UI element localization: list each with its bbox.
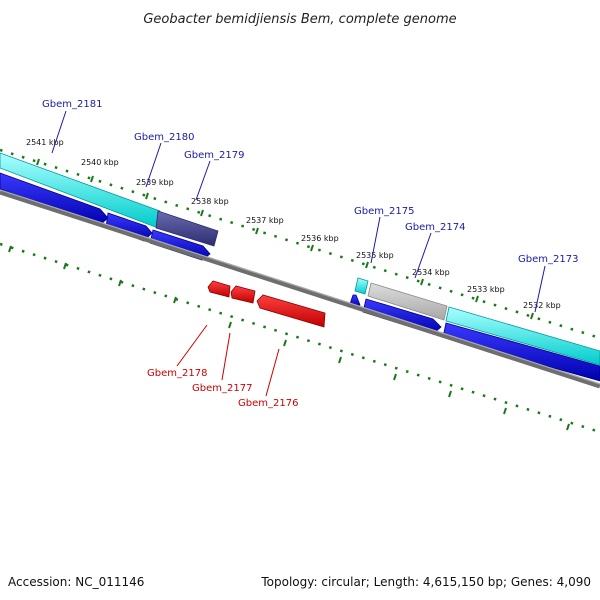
scale-tick bbox=[90, 175, 94, 183]
scale-label: 2541 kbp bbox=[26, 138, 64, 147]
scale-tick bbox=[475, 295, 479, 303]
scale-tick bbox=[200, 209, 204, 217]
gene-label-gbem-2174[interactable]: Gbem_2174 bbox=[405, 222, 465, 233]
scale-labels: 2541 kbp 2540 kbp 2539 kbp 2538 kbp 2537… bbox=[26, 138, 561, 310]
scale-tick bbox=[338, 356, 342, 364]
scale-label: 2536 kbp bbox=[301, 234, 339, 243]
gene-arrow-gbem-2176[interactable] bbox=[256, 294, 326, 328]
forward-gene-arrows bbox=[0, 172, 600, 382]
gene-label-gbem-2173[interactable]: Gbem_2173 bbox=[518, 254, 578, 265]
scale-tick bbox=[145, 192, 149, 200]
scale-tick bbox=[365, 261, 369, 269]
scale-tick bbox=[530, 312, 534, 320]
cds-block-right bbox=[445, 306, 600, 366]
accession-text: Accession: NC_011146 bbox=[8, 575, 144, 589]
scale-tick bbox=[8, 245, 12, 253]
gene-label-gbem-2180[interactable]: Gbem_2180 bbox=[134, 132, 194, 143]
gene-label-gbem-2176[interactable]: Gbem_2176 bbox=[238, 398, 298, 409]
scale-tick bbox=[255, 227, 259, 235]
scale-label: 2537 kbp bbox=[246, 216, 284, 225]
gene-label-gbem-2178[interactable]: Gbem_2178 bbox=[147, 368, 207, 379]
genome-backbone-highlight bbox=[0, 189, 600, 385]
outer-tick-track bbox=[0, 148, 600, 340]
gene-label-gbem-2175[interactable]: Gbem_2175 bbox=[354, 206, 414, 217]
scale-label: 2538 kbp bbox=[191, 197, 229, 206]
scale-tick bbox=[283, 339, 287, 347]
map-title: Geobacter bemidjiensis Bem, complete gen… bbox=[143, 12, 456, 27]
major-ticks-outer bbox=[36, 158, 534, 320]
scale-tick bbox=[420, 278, 424, 286]
scale-tick bbox=[228, 321, 232, 329]
cds-block-dark bbox=[155, 210, 219, 247]
inner-tick-track bbox=[0, 242, 600, 434]
scale-label: 2539 kbp bbox=[136, 178, 174, 187]
scale-tick bbox=[448, 390, 452, 398]
gene-arrow-gbem-2177[interactable] bbox=[230, 285, 256, 304]
forward-label-leaders bbox=[51, 110, 546, 313]
gene-label-gbem-2177[interactable]: Gbem_2177 bbox=[192, 383, 252, 394]
gene-arrow-gbem-2173[interactable] bbox=[442, 322, 600, 382]
reverse-label-leaders bbox=[176, 324, 280, 397]
reverse-gene-arrows bbox=[207, 280, 326, 328]
genome-backbone bbox=[0, 189, 600, 389]
major-ticks-inner bbox=[8, 245, 570, 431]
scale-tick bbox=[566, 423, 570, 431]
scale-tick bbox=[118, 279, 122, 287]
scale-tick bbox=[173, 296, 177, 304]
scale-tick bbox=[36, 158, 40, 166]
cds-track bbox=[0, 152, 600, 366]
scale-label: 2535 kbp bbox=[356, 251, 394, 260]
gene-arrow-gbem-2181[interactable] bbox=[0, 172, 109, 226]
cds-block-small bbox=[354, 277, 369, 295]
scale-tick bbox=[393, 373, 397, 381]
gene-label-gbem-2179[interactable]: Gbem_2179 bbox=[184, 150, 244, 161]
scale-label: 2534 kbp bbox=[412, 268, 450, 277]
scale-label: 2533 kbp bbox=[467, 285, 505, 294]
scale-tick bbox=[310, 244, 314, 252]
scale-label: 2540 kbp bbox=[81, 158, 119, 167]
gene-label-gbem-2181[interactable]: Gbem_2181 bbox=[42, 99, 102, 110]
genome-summary-text: Topology: circular; Length: 4,615,150 bp… bbox=[260, 575, 591, 589]
cds-block-gray bbox=[367, 282, 448, 321]
forward-gene-labels: Gbem_2181 Gbem_2180 Gbem_2179 Gbem_2175 … bbox=[42, 99, 578, 265]
gene-arrow-gbem-2178[interactable] bbox=[207, 280, 231, 298]
scale-tick bbox=[63, 262, 67, 270]
scale-tick bbox=[503, 407, 507, 415]
reverse-gene-labels: Gbem_2178 Gbem_2177 Gbem_2176 bbox=[147, 368, 298, 409]
scale-label: 2532 kbp bbox=[523, 301, 561, 310]
